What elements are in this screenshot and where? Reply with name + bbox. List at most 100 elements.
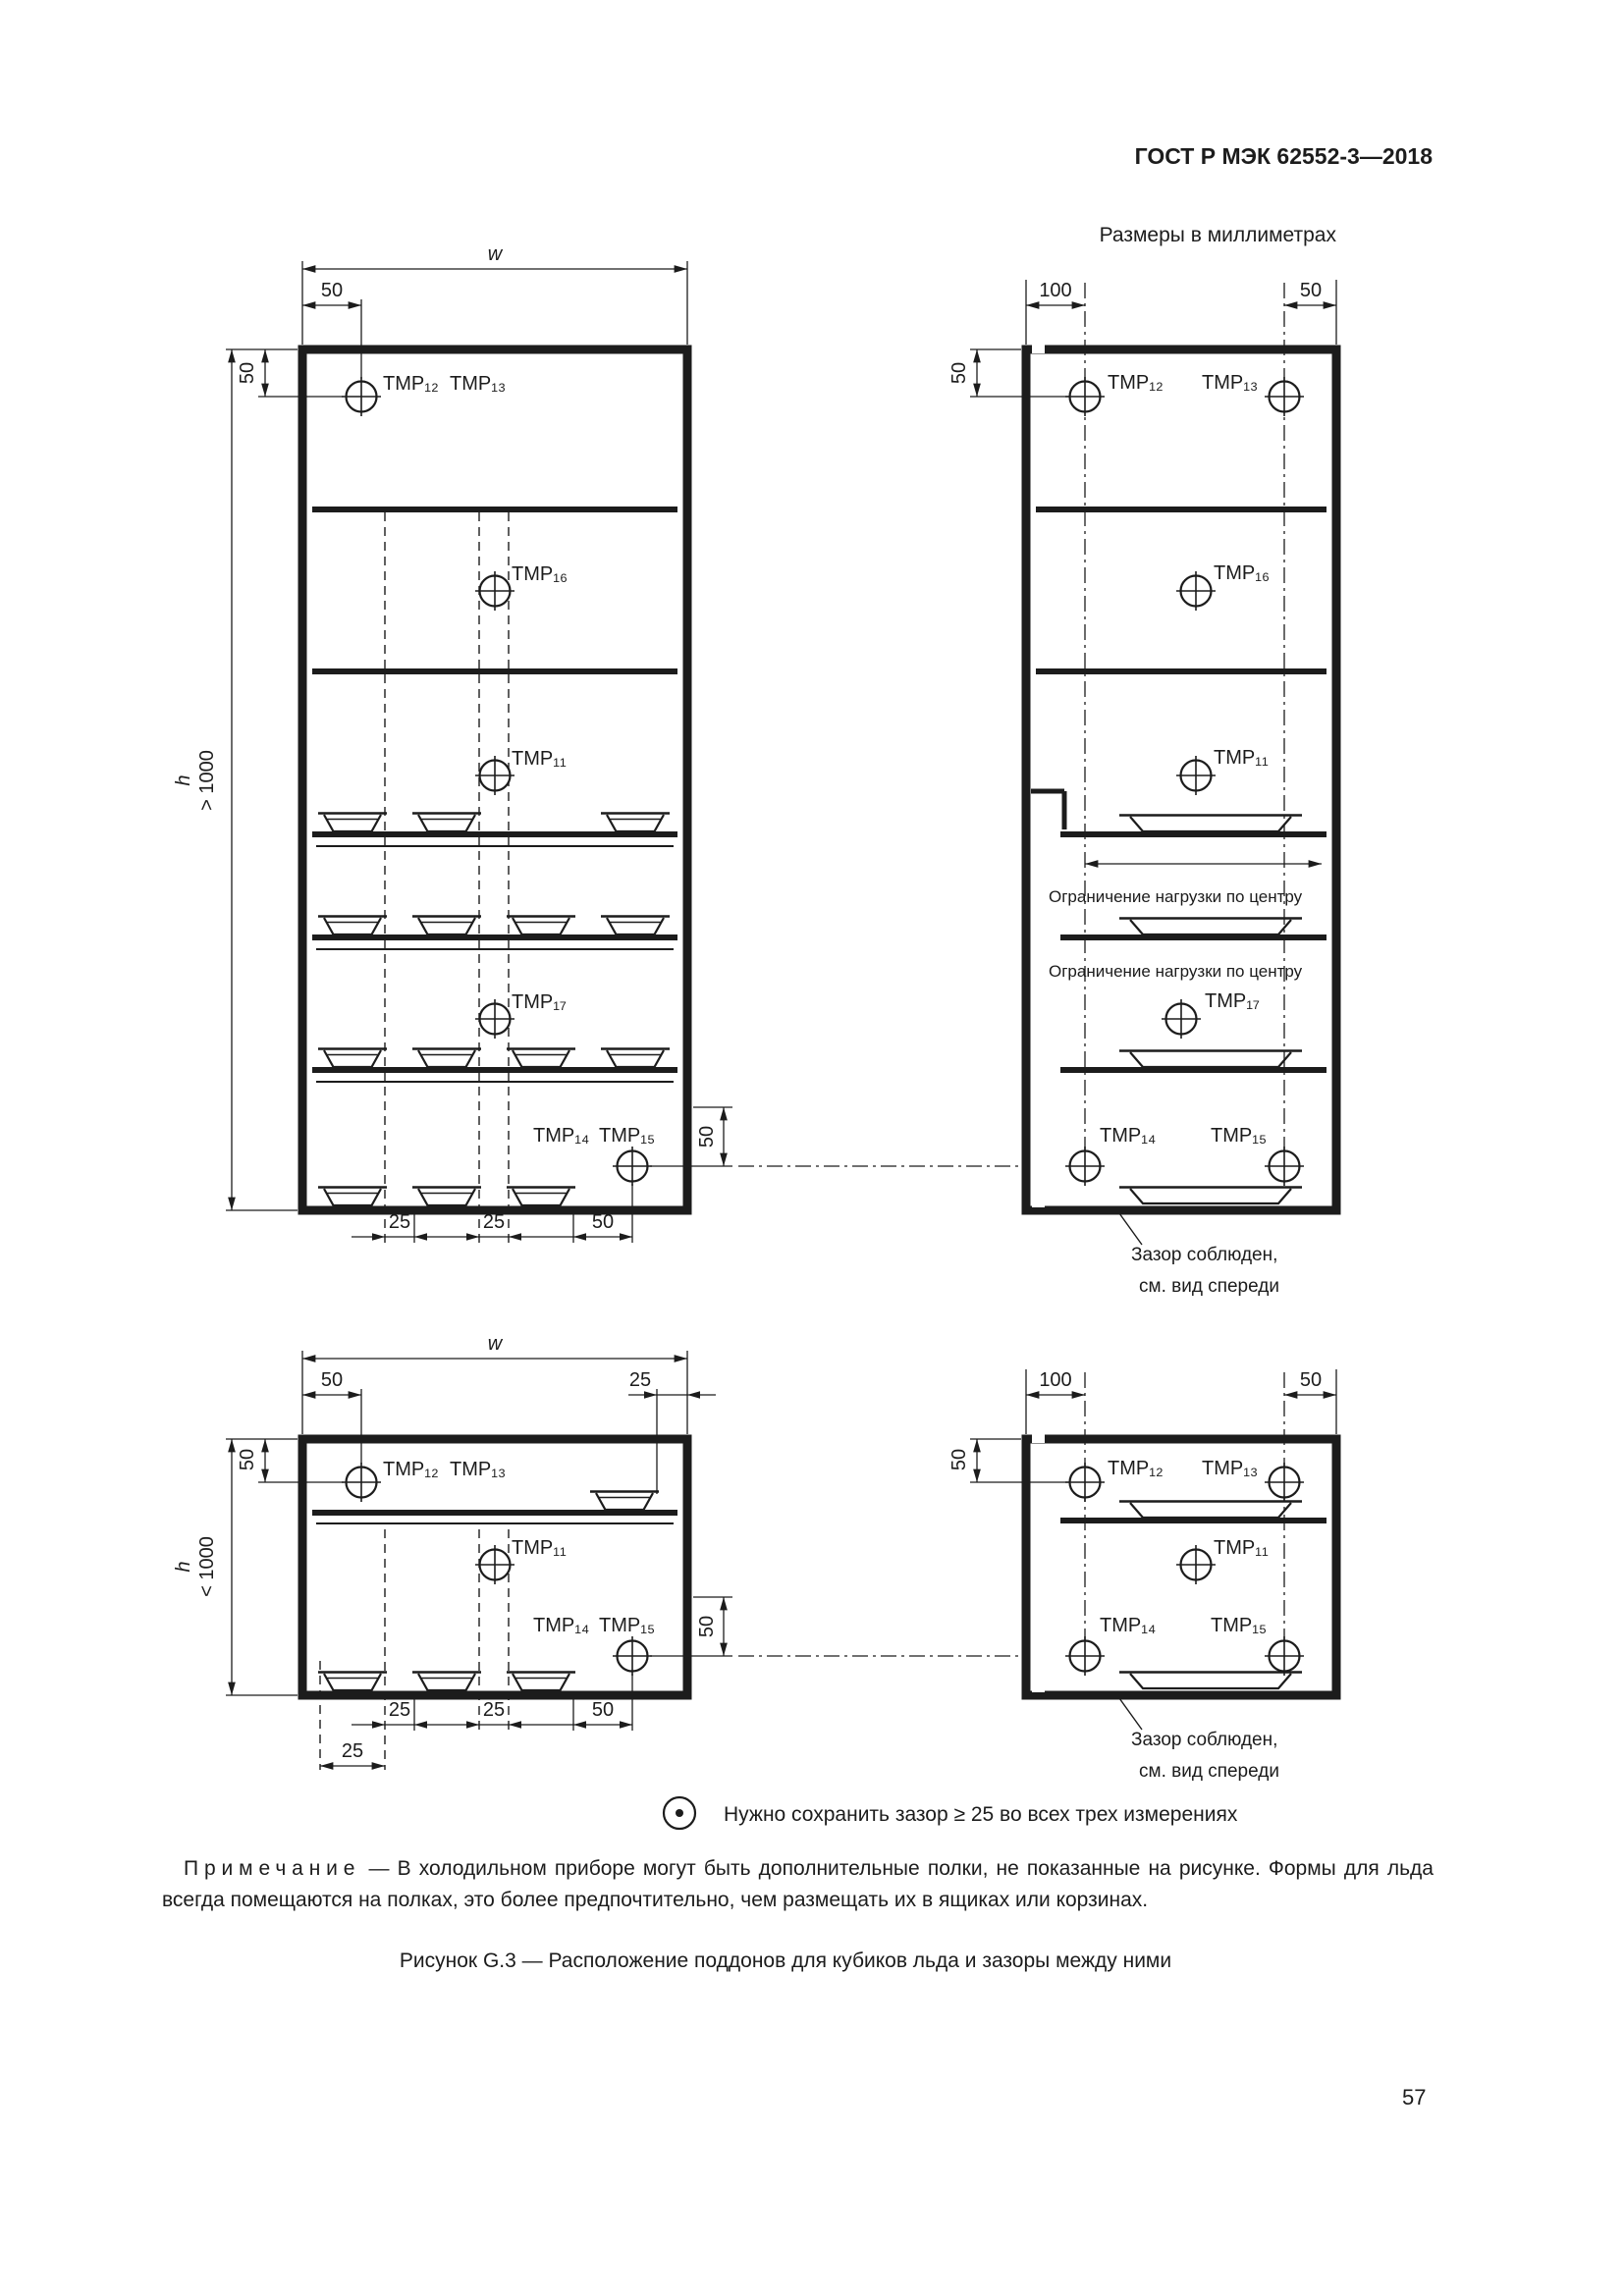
labels: TMP₁₂ TMP₁₃ TMP₁₆ TMP₁₁ TMP₁₇ TMP₁₄ TMP₁…	[173, 243, 718, 1233]
dim-50: 50	[237, 362, 258, 384]
tmp13-label: TMP₁₃	[1202, 372, 1258, 394]
door-gap-top	[1032, 1431, 1045, 1443]
labels: TMP₁₂ TMP₁₃ TMP₁₁ TMP₁₄ TMP₁₅ w 50 25 h …	[173, 1333, 718, 1762]
tmp13-label: TMP₁₃	[450, 1459, 506, 1480]
ice-tray-icon	[410, 1186, 483, 1207]
view-front-tall: TMP₁₂ TMP₁₃ TMP₁₆ TMP₁₁ TMP₁₇ TMP₁₄ TMP₁…	[173, 243, 732, 1245]
labels: TMP₁₂ TMP₁₃ TMP₁₁ TMP₁₄ TMP₁₅ 100 50 50	[948, 1369, 1322, 1636]
dim-50: 50	[237, 1449, 258, 1470]
ice-tray-icon	[505, 915, 577, 936]
tmp11-marker	[1174, 1543, 1218, 1586]
ice-tray-icon	[410, 1671, 483, 1692]
dim-25: 25	[342, 1740, 363, 1762]
gap-note: Зазор соблюден, см. вид спереди	[1118, 1697, 1279, 1782]
view-side-short: TMP₁₂ TMP₁₃ TMP₁₁ TMP₁₄ TMP₁₅ 100 50 50 …	[948, 1369, 1341, 1782]
tmp11-marker	[473, 754, 516, 797]
gap-note-line2: см. вид спереди	[1139, 1761, 1279, 1782]
dim-h: h	[173, 1561, 194, 1572]
view-front-short: TMP₁₂ TMP₁₃ TMP₁₁ TMP₁₄ TMP₁₅ w 50 25 h …	[173, 1333, 732, 1770]
view-side-tall: TMP₁₂ TMP₁₃ TMP₁₆ TMP₁₁ TMP₁₇ TMP₁₄ TMP₁…	[948, 280, 1341, 1297]
tmp15-marker	[1263, 1634, 1306, 1678]
tmp12-label: TMP₁₂	[1108, 1458, 1164, 1479]
tmp-markers	[340, 375, 654, 1188]
dim-25: 25	[629, 1369, 651, 1391]
tmp13-marker	[1263, 375, 1306, 418]
tmp-point-dot-icon	[676, 1809, 683, 1817]
ice-tray-icon	[316, 1671, 389, 1692]
dimensions	[970, 1369, 1337, 1483]
dim-25: 25	[389, 1699, 410, 1721]
ice-tray-icon	[1117, 1186, 1304, 1205]
leader-line	[1118, 1697, 1143, 1731]
gap-note-line1: Зазор соблюден,	[1131, 1245, 1277, 1265]
tmp17-label: TMP₁₇	[1205, 990, 1260, 1012]
door-gap-bottom	[1032, 1196, 1045, 1207]
ice-tray-icon	[505, 1047, 577, 1069]
tmp12-13-marker	[340, 375, 383, 418]
tmp15-label: TMP₁₅	[1211, 1125, 1267, 1147]
ice-tray-icon	[505, 1671, 577, 1692]
dim-50: 50	[948, 362, 970, 384]
dim-100: 100	[1039, 1369, 1071, 1391]
shelves	[1036, 507, 1326, 1073]
center-guides	[1084, 283, 1285, 1166]
tmp14-label: TMP₁₄	[533, 1615, 589, 1636]
dimensions	[970, 280, 1337, 868]
dim-lt1000: < 1000	[196, 1536, 218, 1597]
ice-tray-icon	[588, 1490, 661, 1512]
cabinet-outline	[1021, 1434, 1341, 1700]
ice-tray-icon	[1117, 917, 1304, 936]
legend: Нужно сохранить зазор ≥ 25 во всех трех …	[662, 1795, 1238, 1831]
dim-25: 25	[483, 1699, 505, 1721]
document-header: ГОСТ Р МЭК 62552-3—2018	[1134, 143, 1433, 169]
tmp11-marker	[1174, 754, 1218, 797]
ice-tray-icon	[316, 1186, 389, 1207]
tmp12-label: TMP₁₂	[383, 373, 439, 395]
figure-note: Примечание — В холодильном приборе могут…	[162, 1853, 1434, 1915]
tmp11-label: TMP₁₁	[512, 1537, 567, 1559]
tmp15-label: TMP₁₅	[599, 1125, 655, 1147]
tmp16-label: TMP₁₆	[1214, 562, 1270, 584]
dim-50: 50	[696, 1616, 718, 1637]
ice-tray-icon	[1117, 814, 1304, 833]
dim-50: 50	[321, 1369, 343, 1391]
tmp-markers	[340, 1461, 654, 1678]
dashed-guides	[384, 512, 510, 1245]
tmp11-label: TMP₁₁	[1214, 1537, 1269, 1559]
tmp-markers	[1063, 1461, 1306, 1678]
tmp-markers	[1063, 375, 1306, 1188]
note-label: Примечание	[184, 1857, 361, 1880]
tmp14-label: TMP₁₄	[1100, 1615, 1156, 1636]
dim-50: 50	[1300, 1369, 1322, 1391]
shelves	[312, 507, 677, 1073]
ice-tray-icon	[410, 1047, 483, 1069]
page-number: 57	[1402, 2085, 1427, 2109]
ice-tray-icon	[410, 812, 483, 833]
figure-caption: Рисунок G.3 — Расположение поддонов для …	[399, 1949, 1172, 1972]
tmp13-marker	[1263, 1461, 1306, 1504]
dim-w: w	[488, 243, 504, 265]
tmp12-label: TMP₁₂	[383, 1459, 439, 1480]
gap-note-line2: см. вид спереди	[1139, 1276, 1279, 1297]
tmp17-label: TMP₁₇	[512, 991, 567, 1013]
tmp16-marker	[1174, 569, 1218, 613]
dimensions	[226, 1351, 732, 1770]
ice-trays	[316, 1490, 661, 1692]
door-gap-top	[1032, 342, 1045, 353]
cabinet-outline	[298, 345, 692, 1215]
ice-tray-icon	[316, 812, 389, 833]
dim-gt1000: > 1000	[196, 750, 218, 811]
door-gap-bottom	[1032, 1681, 1045, 1692]
dim-25: 25	[389, 1211, 410, 1233]
ice-tray-icon	[505, 1186, 577, 1207]
tmp12-13-marker	[340, 1461, 383, 1504]
center-guides	[1084, 1372, 1285, 1656]
tmp14-label: TMP₁₄	[1100, 1125, 1156, 1147]
cabinet-outline	[298, 1434, 692, 1700]
load-limit-note: Ограничение нагрузки по центру	[1049, 962, 1303, 981]
tmp-point-icon	[662, 1795, 697, 1831]
legend-text: Нужно сохранить зазор ≥ 25 во всех трех …	[724, 1803, 1238, 1826]
tmp11-label: TMP₁₁	[1214, 747, 1269, 769]
tmp14-marker	[1063, 1145, 1107, 1188]
